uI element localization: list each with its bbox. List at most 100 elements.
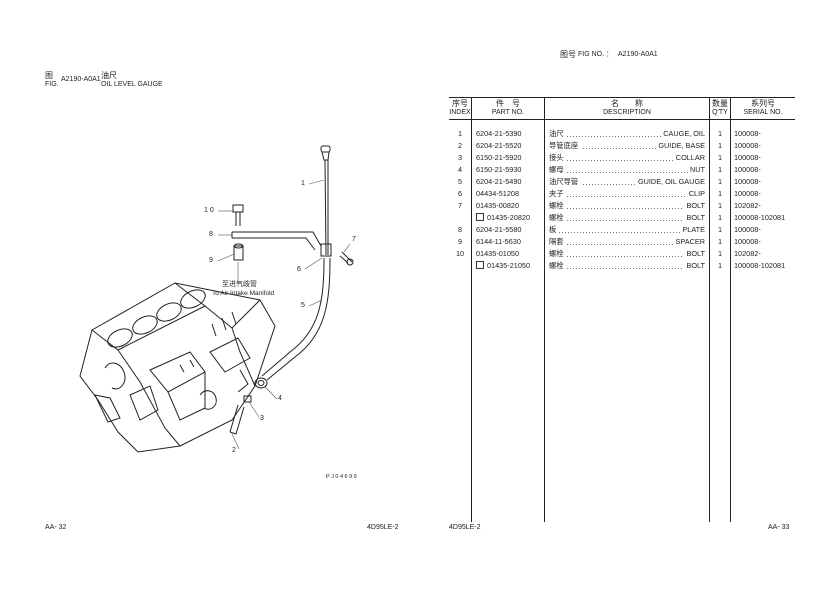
header-qty-cn: 数量 bbox=[712, 99, 728, 108]
row-part-number: 6144-11-5630 bbox=[476, 236, 521, 248]
fig-no-cn: 图号 bbox=[560, 50, 576, 59]
row-part-number-text: 01435-20820 bbox=[487, 213, 531, 222]
row-qty: 1 bbox=[717, 237, 723, 246]
fig-no-value: A2190-A0A1 bbox=[618, 51, 658, 58]
callout-2: 2 bbox=[232, 447, 236, 454]
exploded-parts-drawing bbox=[79, 145, 354, 453]
row-desc-en: BOLT bbox=[684, 212, 705, 224]
callout-7: 7 bbox=[352, 236, 356, 243]
row-serial: 102082- bbox=[734, 249, 761, 258]
row-desc-cn: 螺栓 bbox=[549, 201, 564, 210]
col-divider bbox=[471, 97, 472, 522]
row-part-number: 6204-21-5490 bbox=[476, 176, 521, 188]
header-part-no: 件 号 PART NO. bbox=[472, 99, 544, 117]
row-part-number: 01435-01050 bbox=[476, 248, 519, 260]
drawing-code: PJ04699 bbox=[326, 474, 359, 480]
row-desc-en: NUT bbox=[688, 164, 705, 176]
right-footer-model: 4D95LE-2 bbox=[449, 524, 481, 531]
row-index: 3 bbox=[457, 153, 463, 162]
leader-dots bbox=[567, 200, 705, 212]
header-index-cn: 序号 bbox=[452, 99, 468, 108]
row-desc-cn: 导管底座 bbox=[549, 141, 579, 150]
row-part-number-text: 01435-21050 bbox=[487, 261, 531, 270]
row-index: 10 bbox=[455, 249, 465, 258]
bolt-spacer-plate-illustration bbox=[231, 204, 322, 261]
row-qty: 1 bbox=[717, 153, 723, 162]
row-desc-en: BOLT bbox=[684, 260, 705, 272]
col-divider bbox=[730, 97, 731, 522]
row-index: 7 bbox=[457, 201, 463, 210]
row-serial: 100008- bbox=[734, 141, 761, 150]
row-serial: 100008- bbox=[734, 153, 761, 162]
row-desc-en: PLATE bbox=[680, 224, 705, 236]
parts-table: 序号 INDEX 件 号 PART NO. 名 称 DESCRIPTION 数量… bbox=[449, 97, 795, 522]
row-qty: 1 bbox=[717, 129, 723, 138]
dipstick-illustration bbox=[320, 145, 331, 256]
row-part-number-text: 6204-21-5520 bbox=[476, 141, 522, 150]
header-qty-en: Q'TY bbox=[712, 109, 728, 116]
row-part-number-text: 01435-00820 bbox=[476, 201, 520, 210]
row-part-number-text: 01435-01050 bbox=[476, 249, 520, 258]
row-desc-en: CLIP bbox=[686, 188, 705, 200]
callout-4: 4 bbox=[278, 395, 282, 402]
row-index: 9 bbox=[457, 237, 463, 246]
row-index: 6 bbox=[457, 189, 463, 198]
header-serial-cn: 系列号 bbox=[751, 99, 775, 108]
col-divider bbox=[544, 97, 545, 522]
row-part-number: 01435-21050 bbox=[476, 260, 530, 272]
callout-6: 6 bbox=[297, 266, 301, 273]
leader-dots bbox=[567, 260, 705, 272]
row-part-number: 01435-20820 bbox=[476, 212, 530, 224]
callout-1: 1 bbox=[301, 180, 305, 187]
header-serial-en: SERIAL NO. bbox=[743, 109, 783, 116]
row-serial: 100008- bbox=[734, 237, 761, 246]
fig-no-label: FIG NO. ： bbox=[578, 51, 613, 58]
alternate-part-box-icon bbox=[476, 261, 484, 269]
row-desc-cn: 板 bbox=[549, 225, 557, 234]
row-part-number: 6204-21-5390 bbox=[476, 128, 521, 140]
header-index: 序号 INDEX bbox=[449, 99, 471, 117]
row-index: 5 bbox=[457, 177, 463, 186]
title-cn: 油尺 bbox=[101, 71, 117, 80]
row-desc-en: BOLT bbox=[684, 248, 705, 260]
row-desc-en: GUIDE, BASE bbox=[656, 140, 705, 152]
row-part-number-text: 6144-11-5630 bbox=[476, 237, 521, 246]
header-desc-en: DESCRIPTION bbox=[603, 109, 651, 116]
left-footer-page: AA- 32 bbox=[45, 524, 67, 531]
row-desc-cn: 油尺 bbox=[549, 129, 564, 138]
row-desc-cn: 螺母 bbox=[549, 165, 564, 174]
callout-3: 3 bbox=[260, 415, 264, 422]
fig-label: FIG. bbox=[45, 81, 59, 88]
right-footer-page: AA- 33 bbox=[768, 524, 790, 531]
header-part-en: PART NO. bbox=[491, 109, 525, 116]
row-qty: 1 bbox=[717, 141, 723, 150]
title-en: OIL LEVEL GAUGE bbox=[101, 81, 163, 88]
row-qty: 1 bbox=[717, 201, 723, 210]
row-desc-cn: 螺栓 bbox=[549, 261, 564, 270]
table-header-rule bbox=[449, 119, 795, 120]
row-desc-cn: 夹子 bbox=[549, 189, 564, 198]
guide-tube-illustration bbox=[261, 257, 331, 381]
alternate-part-box-icon bbox=[476, 213, 484, 221]
engine-block-illustration bbox=[79, 282, 276, 453]
row-desc-cn: 螺栓 bbox=[549, 249, 564, 258]
row-desc-cn: 隔套 bbox=[549, 237, 564, 246]
callout-cn-text: 至进气歧管 bbox=[222, 281, 257, 288]
row-serial: 100008- bbox=[734, 165, 761, 174]
row-part-number-text: 6204-21-5580 bbox=[476, 225, 522, 234]
fig-cn-label: 图 bbox=[45, 71, 53, 80]
header-part-cn: 件 号 bbox=[496, 99, 520, 108]
row-serial: 100008-102081 bbox=[734, 261, 786, 270]
row-part-number-text: 6150-21-5920 bbox=[476, 153, 522, 162]
header-desc-cn: 名 称 bbox=[611, 99, 643, 108]
callout-8: 8 bbox=[209, 231, 213, 238]
row-part-number-text: 6150-21-5930 bbox=[476, 165, 522, 174]
